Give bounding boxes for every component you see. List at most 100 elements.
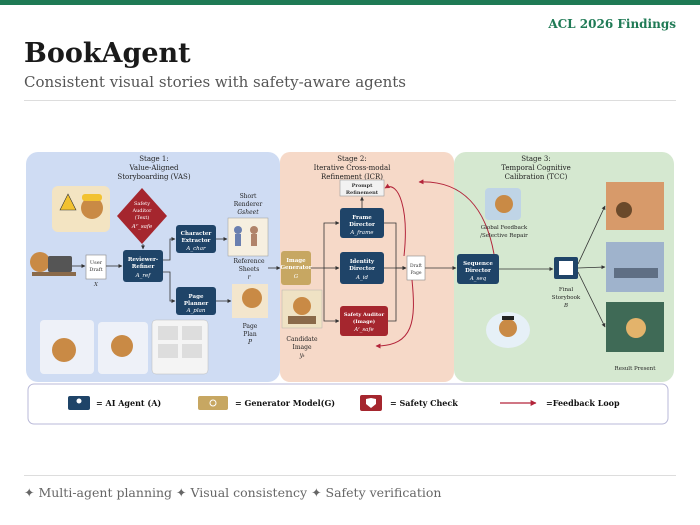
user-draft-doc: User Draft X xyxy=(85,254,107,288)
svg-text:Safety: Safety xyxy=(134,201,150,207)
global-feedback: Global Feedback /Selective Repair xyxy=(480,188,528,239)
svg-text:Prompt: Prompt xyxy=(352,183,374,189)
svg-text:A_plan: A_plan xyxy=(186,308,206,314)
svg-text:B: B xyxy=(563,303,568,309)
stage3-arrows xyxy=(499,205,606,328)
svg-text:Image: Image xyxy=(286,258,306,264)
character-extractor-agent: Character Extractor A_char xyxy=(176,225,216,253)
svg-text:User: User xyxy=(90,260,103,266)
svg-text:Safety Auditor: Safety Auditor xyxy=(344,312,385,318)
reviewer-refiner-agent: Reviewer- Refiner A_ref xyxy=(123,250,163,282)
svg-text:Sequence: Sequence xyxy=(463,261,493,267)
svg-text:A_char: A_char xyxy=(185,246,206,252)
svg-text:yₜ: yₜ xyxy=(299,352,305,359)
svg-text:Image: Image xyxy=(292,344,311,351)
stage3-title-line3: Calibration (TCC) xyxy=(505,173,568,181)
svg-text:Renderer: Renderer xyxy=(234,201,263,208)
lion-at-desk-illustration xyxy=(30,252,76,276)
result-images: Result Present xyxy=(606,182,664,372)
svg-text:Candidate: Candidate xyxy=(286,336,318,343)
sequence-director-agent: Sequence Director A_seq xyxy=(457,254,499,284)
svg-text:Generator: Generator xyxy=(280,265,311,271)
draft-page-doc: Draft Page xyxy=(406,255,426,281)
page-subtitle: Consistent visual stories with safety-aw… xyxy=(24,73,407,91)
svg-text:/Selective Repair: /Selective Repair xyxy=(480,233,528,239)
svg-text:Director: Director xyxy=(349,222,375,228)
worker-illustration xyxy=(52,186,110,232)
svg-text:(Image): (Image) xyxy=(353,318,375,325)
stage1-title-line2: Value-Aligned xyxy=(129,164,180,172)
page-plan: Page Plan P xyxy=(232,284,268,346)
svg-text:Refiner: Refiner xyxy=(132,264,155,270)
svg-text:Page: Page xyxy=(189,294,204,300)
stage2-title-line3: Refinement (ICR) xyxy=(321,173,383,181)
top-accent-bar xyxy=(0,0,700,5)
svg-text:Draft: Draft xyxy=(410,263,422,269)
page-title: BookAgent xyxy=(24,38,191,69)
legend: = AI Agent (A) = Generator Model(G) = Sa… xyxy=(27,383,669,425)
svg-text:A_frame: A_frame xyxy=(349,230,374,236)
candidate-image: Candidate Image yₜ xyxy=(281,289,323,359)
stage1-arrows xyxy=(72,237,232,303)
footer-tagline: ✦ Multi-agent planning ✦ Visual consiste… xyxy=(24,485,442,500)
svg-text:Result Present: Result Present xyxy=(615,366,657,372)
pipeline-figure: Stage 1: Value-Aligned Storyboarding (VA… xyxy=(24,150,676,430)
svg-text:Plan: Plan xyxy=(243,331,257,338)
svg-text:Aᴵ_safe: Aᴵ_safe xyxy=(353,326,374,333)
legend-agent-label: = AI Agent (A) xyxy=(96,398,161,408)
identity-director-agent: Identity Director A_id xyxy=(340,252,384,284)
legend-generator-swatch xyxy=(198,396,228,410)
svg-text:Short: Short xyxy=(240,193,257,200)
svg-text:(Text): (Text) xyxy=(135,214,150,221)
stage2-arrows xyxy=(268,196,457,323)
venue-label: ACL 2026 Findings xyxy=(548,17,676,31)
svg-text:Director: Director xyxy=(465,268,491,274)
stage2-title-line1: Stage 2: xyxy=(337,155,366,163)
svg-text:P: P xyxy=(247,339,253,346)
stage1-title-line1: Stage 1: xyxy=(139,155,168,163)
svg-text:Frame: Frame xyxy=(352,215,372,221)
footer-divider xyxy=(24,475,676,476)
page-planner-agent: Page Planner A_plan xyxy=(176,287,216,315)
svg-text:Draft: Draft xyxy=(89,267,102,273)
frame-director-agent: Frame Director A_frame xyxy=(340,208,384,238)
image-generator-model: Image Generator G xyxy=(280,251,312,285)
svg-text:Identity: Identity xyxy=(350,259,375,265)
legend-generator-label: = Generator Model(G) xyxy=(235,398,335,408)
svg-text:r: r xyxy=(248,274,252,281)
svg-text:G: G xyxy=(294,274,299,280)
svg-text:Auditor: Auditor xyxy=(131,208,152,214)
pipeline-diagram: Stage 1: Value-Aligned Storyboarding (VA… xyxy=(26,152,674,425)
svg-text:Gsheet: Gsheet xyxy=(237,209,259,216)
feedback-loops xyxy=(375,179,495,349)
svg-text:A_id: A_id xyxy=(355,275,368,281)
svg-text:Global Feedback: Global Feedback xyxy=(481,225,528,231)
svg-text:Planner: Planner xyxy=(184,301,208,307)
svg-text:Page: Page xyxy=(243,323,258,330)
svg-text:Character: Character xyxy=(181,231,212,237)
safety-auditor-image: Safety Auditor (Image) Aᴵ_safe xyxy=(340,306,388,336)
legend-safety-label: = Safety Check xyxy=(390,398,458,408)
svg-text:Aᵀ_safe: Aᵀ_safe xyxy=(131,223,153,230)
stage1-title-line3: Storyboarding (VAS) xyxy=(117,173,190,181)
safety-auditor-text: Safety Auditor (Text) Aᵀ_safe xyxy=(117,188,167,244)
stage3-title-line1: Stage 3: xyxy=(521,155,550,163)
reference-sheets: Short Renderer Gsheet Reference Sheets r xyxy=(227,193,269,281)
stage1-bottom-illustrations xyxy=(40,319,209,375)
legend-feedback-label: =Feedback Loop xyxy=(546,398,620,408)
svg-text:Page: Page xyxy=(410,270,421,276)
stage3-title-line2: Temporal Cognitive xyxy=(501,164,571,172)
svg-text:A_ref: A_ref xyxy=(135,273,152,279)
prompt-refinement-box: Prompt Refinement xyxy=(339,179,385,197)
stage2-title-line2: Iterative Cross-modal xyxy=(314,164,392,172)
final-storybook: Final Storybook B xyxy=(552,257,581,309)
header-divider xyxy=(24,100,676,101)
svg-text:Reference: Reference xyxy=(233,258,264,265)
svg-text:Extractor: Extractor xyxy=(182,238,211,244)
lion-scholar-illustration xyxy=(486,312,530,348)
svg-text:Storybook: Storybook xyxy=(552,295,581,301)
svg-text:X: X xyxy=(93,282,99,288)
svg-text:A_seq: A_seq xyxy=(469,276,487,282)
svg-text:Refinement: Refinement xyxy=(346,190,379,196)
svg-text:Director: Director xyxy=(349,266,375,272)
